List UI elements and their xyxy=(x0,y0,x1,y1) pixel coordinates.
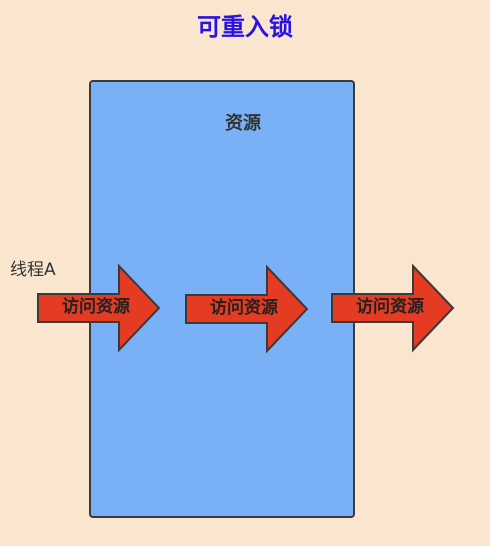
arrow-shape-icon xyxy=(331,263,455,353)
diagram-title: 可重入锁 xyxy=(197,13,293,41)
arrow-shape-icon xyxy=(37,263,161,353)
access-arrow-1: 访问资源 xyxy=(37,263,161,353)
thread-label: 线程A xyxy=(10,260,56,280)
arrow-shape-icon xyxy=(185,264,309,354)
resource-label: 资源 xyxy=(225,113,261,134)
access-arrow-label: 访问资源 xyxy=(62,297,130,317)
access-arrow-3: 访问资源 xyxy=(331,263,455,353)
access-arrow-label: 访问资源 xyxy=(356,297,424,317)
access-arrow-label: 访问资源 xyxy=(210,298,278,318)
access-arrow-2: 访问资源 xyxy=(185,264,309,354)
